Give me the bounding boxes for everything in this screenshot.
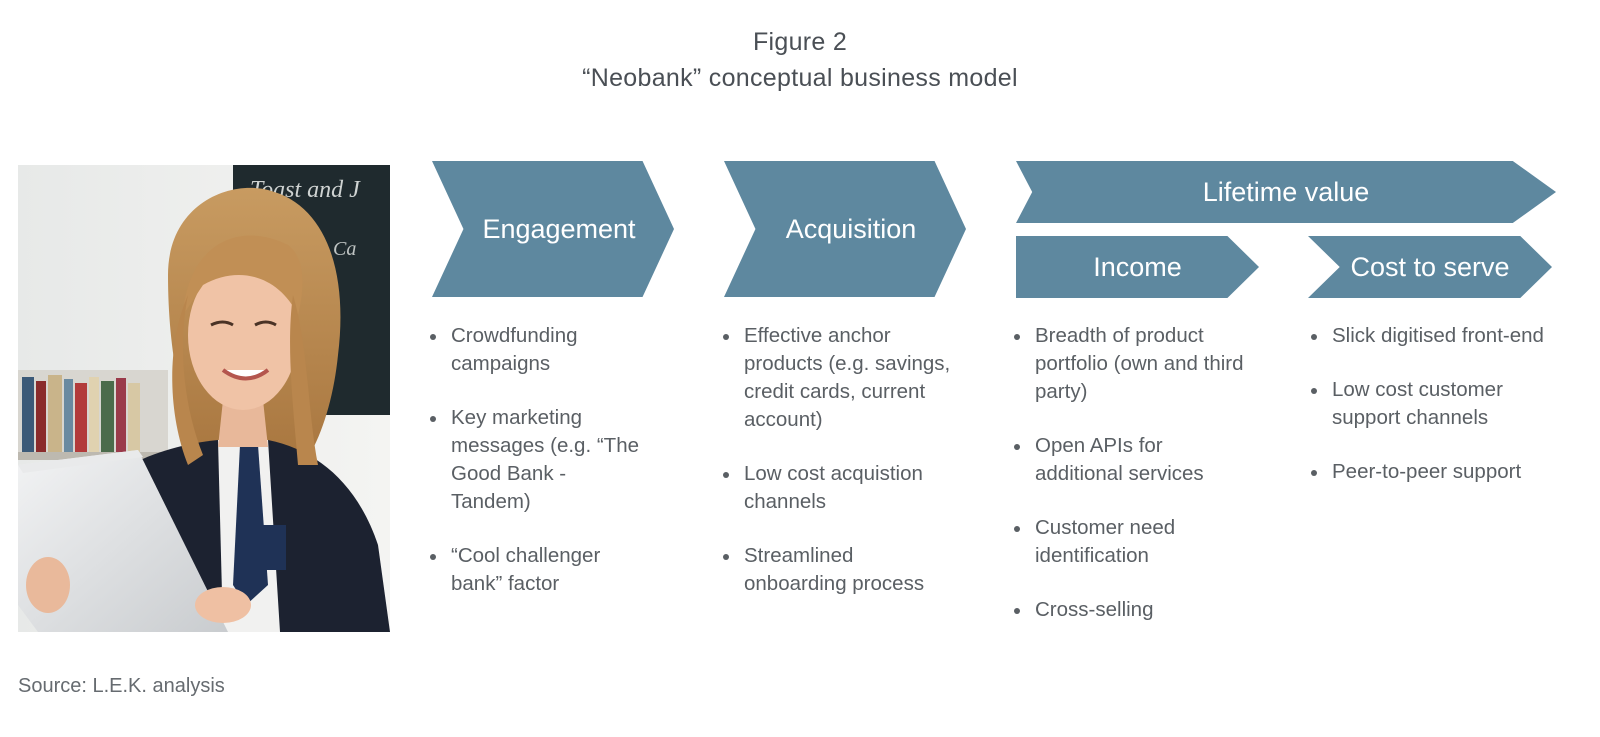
engagement-chevron: Engagement bbox=[432, 161, 674, 297]
list-item: Slick digitised front-end bbox=[1309, 322, 1559, 350]
list-item: Breadth of product portfolio (own and th… bbox=[1012, 322, 1252, 406]
acquisition-chevron: Acquisition bbox=[724, 161, 966, 297]
income-chevron: Income bbox=[1016, 236, 1259, 298]
cost-to-serve-list: Slick digitised front-end Low cost custo… bbox=[1309, 322, 1559, 512]
source-note: Source: L.E.K. analysis bbox=[18, 675, 225, 697]
list-item: Streamlined onboarding process bbox=[721, 542, 951, 598]
woman-with-tablet-photo: Toast and J eat on Ca bbox=[18, 165, 390, 632]
income-list: Breadth of product portfolio (own and th… bbox=[1012, 322, 1252, 650]
list-item: Effective anchor products (e.g. savings,… bbox=[721, 322, 951, 434]
list-item: Peer-to-peer support bbox=[1309, 458, 1559, 486]
list-item: Crowdfunding campaigns bbox=[428, 322, 648, 378]
list-item: “Cool challenger bank” factor bbox=[428, 542, 648, 598]
list-item: Customer need identification bbox=[1012, 514, 1252, 570]
figure-title: “Neobank” conceptual business model bbox=[582, 64, 1018, 92]
list-item: Cross-selling bbox=[1012, 596, 1252, 624]
lifetime-value-chevron: Lifetime value bbox=[1016, 161, 1556, 223]
list-item: Low cost customer support channels bbox=[1309, 376, 1559, 432]
list-item: Low cost acquistion channels bbox=[721, 460, 951, 516]
list-item: Open APIs for additional services bbox=[1012, 432, 1252, 488]
figure-number: Figure 2 bbox=[752, 28, 848, 56]
cost-to-serve-chevron: Cost to serve bbox=[1308, 236, 1552, 298]
engagement-list: Crowdfunding campaigns Key marketing mes… bbox=[428, 322, 648, 624]
acquisition-list: Effective anchor products (e.g. savings,… bbox=[721, 322, 951, 624]
list-item: Key marketing messages (e.g. “The Good B… bbox=[428, 404, 648, 516]
